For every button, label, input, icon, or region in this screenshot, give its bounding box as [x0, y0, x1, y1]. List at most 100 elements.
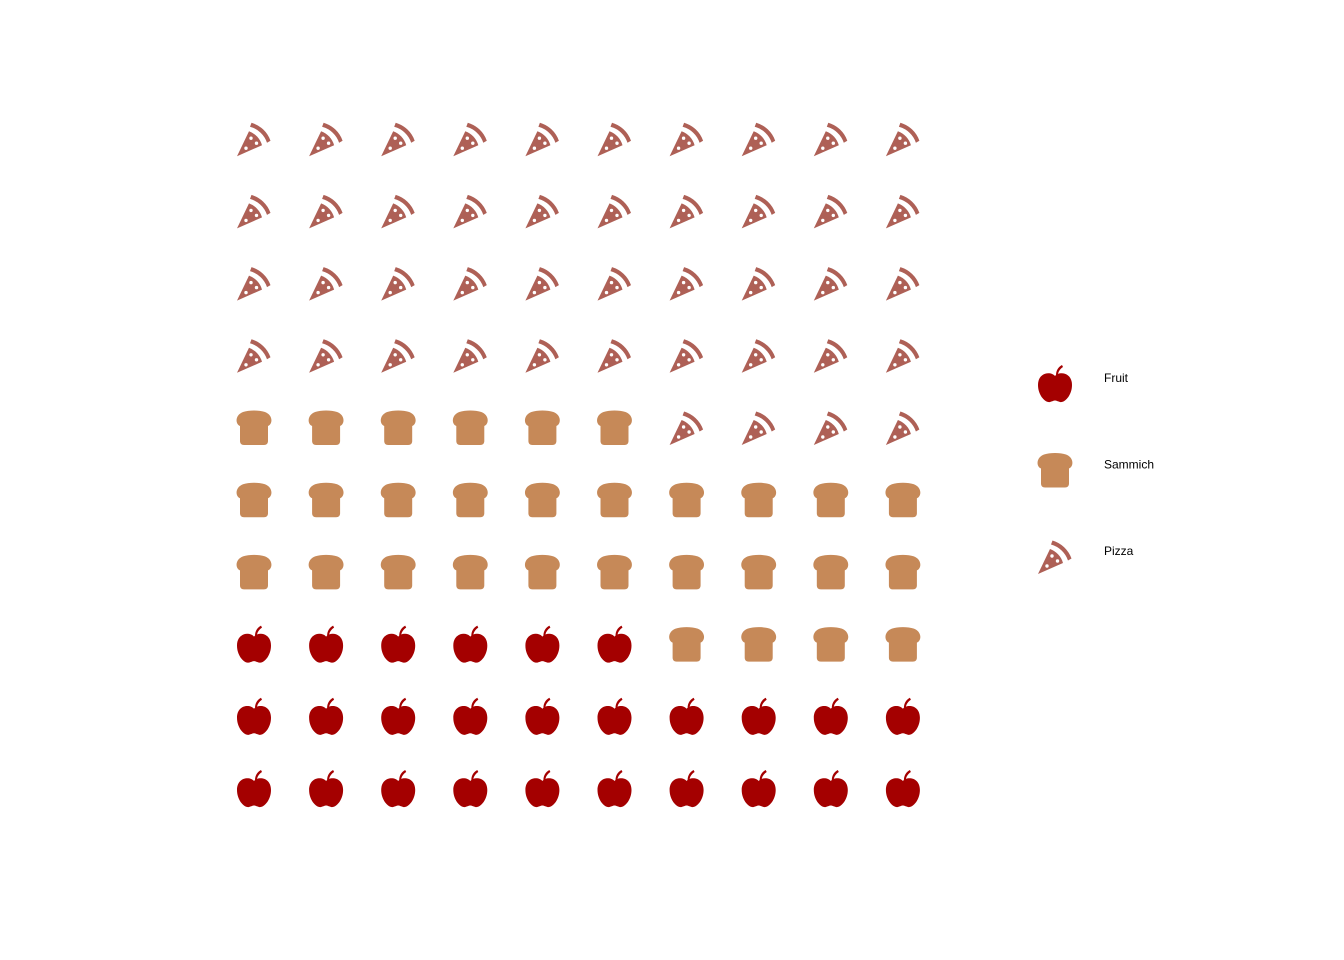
waffle-cell-pizza pizza-icon [381, 267, 415, 301]
waffle-cell-sammich bread-icon [524, 554, 560, 590]
waffle-cell-fruit apple-icon [669, 770, 704, 808]
waffle-cell-pizza pizza-icon [453, 194, 487, 229]
waffle-cell-sammich bread-icon [741, 554, 777, 590]
waffle-cell-fruit apple-icon [237, 625, 271, 663]
waffle-cell-fruit apple-icon [813, 770, 848, 808]
waffle-cell-fruit apple-icon [309, 697, 344, 735]
waffle-cell-pizza pizza-icon [309, 194, 343, 229]
waffle-cell-sammich bread-icon [813, 627, 849, 662]
waffle-cell-fruit apple-icon [381, 697, 416, 735]
waffle-cell-pizza pizza-icon [885, 411, 920, 445]
waffle-cell-fruit apple-icon [741, 770, 776, 808]
waffle-cell-sammich bread-icon [524, 410, 560, 445]
waffle-cell-pizza pizza-icon [525, 122, 559, 157]
waffle-cell-sammich bread-icon [885, 554, 921, 590]
waffle-cell-pizza pizza-icon [669, 411, 704, 445]
waffle-cell-pizza pizza-icon [237, 267, 271, 301]
waffle-cell-sammich bread-icon [597, 554, 632, 590]
waffle-cell-pizza pizza-icon [741, 194, 776, 229]
waffle-cell-fruit apple-icon [525, 625, 560, 663]
waffle-cell-pizza pizza-icon [885, 267, 920, 301]
waffle-cell-pizza pizza-icon [741, 339, 776, 373]
legend-item-fruit: Fruit [1038, 365, 1129, 403]
waffle-cell-sammich bread-icon [597, 410, 632, 445]
waffle-cell-fruit apple-icon [885, 770, 920, 808]
waffle-cell-pizza pizza-icon [309, 339, 343, 373]
waffle-cell-sammich bread-icon [741, 482, 777, 518]
waffle-cell-sammich bread-icon [741, 627, 777, 662]
waffle-cell-pizza pizza-icon [525, 194, 559, 229]
legend-apple-icon [1038, 365, 1072, 403]
waffle-cell-sammich bread-icon [669, 554, 705, 590]
waffle-cell-pizza pizza-icon [453, 339, 487, 373]
waffle-cell-sammich bread-icon [380, 554, 416, 590]
waffle-cell-sammich bread-icon [308, 482, 344, 518]
waffle-cell-sammich bread-icon [236, 410, 272, 445]
waffle-cell-fruit apple-icon [597, 625, 632, 663]
waffle-cell-fruit apple-icon [525, 697, 560, 735]
waffle-cell-pizza pizza-icon [309, 267, 343, 301]
waffle-cell-pizza pizza-icon [309, 122, 343, 157]
waffle-cell-sammich bread-icon [813, 482, 849, 518]
waffle-cell-pizza pizza-icon [741, 267, 776, 301]
waffle-cell-pizza pizza-icon [741, 411, 776, 445]
waffle-cell-fruit apple-icon [237, 770, 271, 808]
waffle-cell-pizza pizza-icon [669, 339, 704, 373]
waffle-cell-pizza pizza-icon [813, 122, 848, 157]
legend-label: Pizza [1104, 544, 1134, 558]
waffle-cell-sammich bread-icon [452, 410, 488, 445]
waffle-cell-fruit apple-icon [813, 697, 848, 735]
legend-item-pizza: Pizza [1038, 540, 1134, 574]
waffle-cell-pizza pizza-icon [813, 194, 848, 229]
waffle-cell-sammich bread-icon [813, 554, 849, 590]
waffle-cell-fruit apple-icon [669, 697, 704, 735]
waffle-cell-pizza pizza-icon [597, 267, 631, 301]
waffle-cell-pizza pizza-icon [453, 122, 487, 157]
waffle-cell-pizza pizza-icon [237, 194, 271, 229]
waffle-cell-sammich bread-icon [885, 482, 921, 518]
waffle-cell-pizza pizza-icon [669, 267, 704, 301]
waffle-cell-sammich bread-icon [308, 410, 344, 445]
waffle-cell-sammich bread-icon [669, 482, 705, 518]
waffle-cell-sammich bread-icon [524, 482, 560, 518]
waffle-cell-fruit apple-icon [453, 697, 488, 735]
waffle-cell-fruit apple-icon [885, 697, 920, 735]
waffle-cell-pizza pizza-icon [453, 267, 487, 301]
waffle-cell-fruit apple-icon [597, 697, 632, 735]
waffle-cell-pizza pizza-icon [381, 194, 415, 229]
waffle-cell-fruit apple-icon [237, 697, 271, 735]
waffle-cell-pizza pizza-icon [597, 339, 631, 373]
waffle-cell-pizza pizza-icon [525, 339, 559, 373]
waffle-cell-sammich bread-icon [452, 482, 488, 518]
waffle-cell-fruit apple-icon [741, 697, 776, 735]
waffle-cell-sammich bread-icon [669, 627, 705, 662]
waffle-cell-pizza pizza-icon [813, 411, 848, 445]
waffle-cell-pizza pizza-icon [885, 122, 920, 157]
waffle-cell-pizza pizza-icon [237, 122, 271, 157]
waffle-cell-pizza pizza-icon [381, 339, 415, 373]
waffle-cell-fruit apple-icon [453, 625, 488, 663]
waffle-cell-pizza pizza-icon [885, 339, 920, 373]
waffle-cell-sammich bread-icon [885, 627, 921, 662]
waffle-cell-sammich bread-icon [452, 554, 488, 590]
waffle-cell-pizza pizza-icon [525, 267, 559, 301]
waffle-cell-fruit apple-icon [309, 625, 344, 663]
waffle-cell-pizza pizza-icon [813, 267, 848, 301]
waffle-cell-fruit apple-icon [453, 770, 488, 808]
waffle-cell-fruit apple-icon [309, 770, 344, 808]
legend-label: Fruit [1104, 371, 1129, 385]
waffle-cell-pizza pizza-icon [381, 122, 415, 157]
waffle-cell-fruit apple-icon [525, 770, 560, 808]
waffle-cell-sammich bread-icon [597, 482, 632, 518]
waffle-cell-pizza pizza-icon [885, 194, 920, 229]
waffle-cell-pizza pizza-icon [813, 339, 848, 373]
waffle-cell-fruit apple-icon [381, 625, 416, 663]
waffle-cell-fruit apple-icon [597, 770, 632, 808]
waffle-cell-sammich bread-icon [236, 554, 272, 590]
waffle-grid [236, 122, 921, 808]
legend-label: Sammich [1104, 458, 1154, 472]
waffle-cell-sammich bread-icon [380, 482, 416, 518]
legend-pizza-icon [1038, 540, 1072, 574]
